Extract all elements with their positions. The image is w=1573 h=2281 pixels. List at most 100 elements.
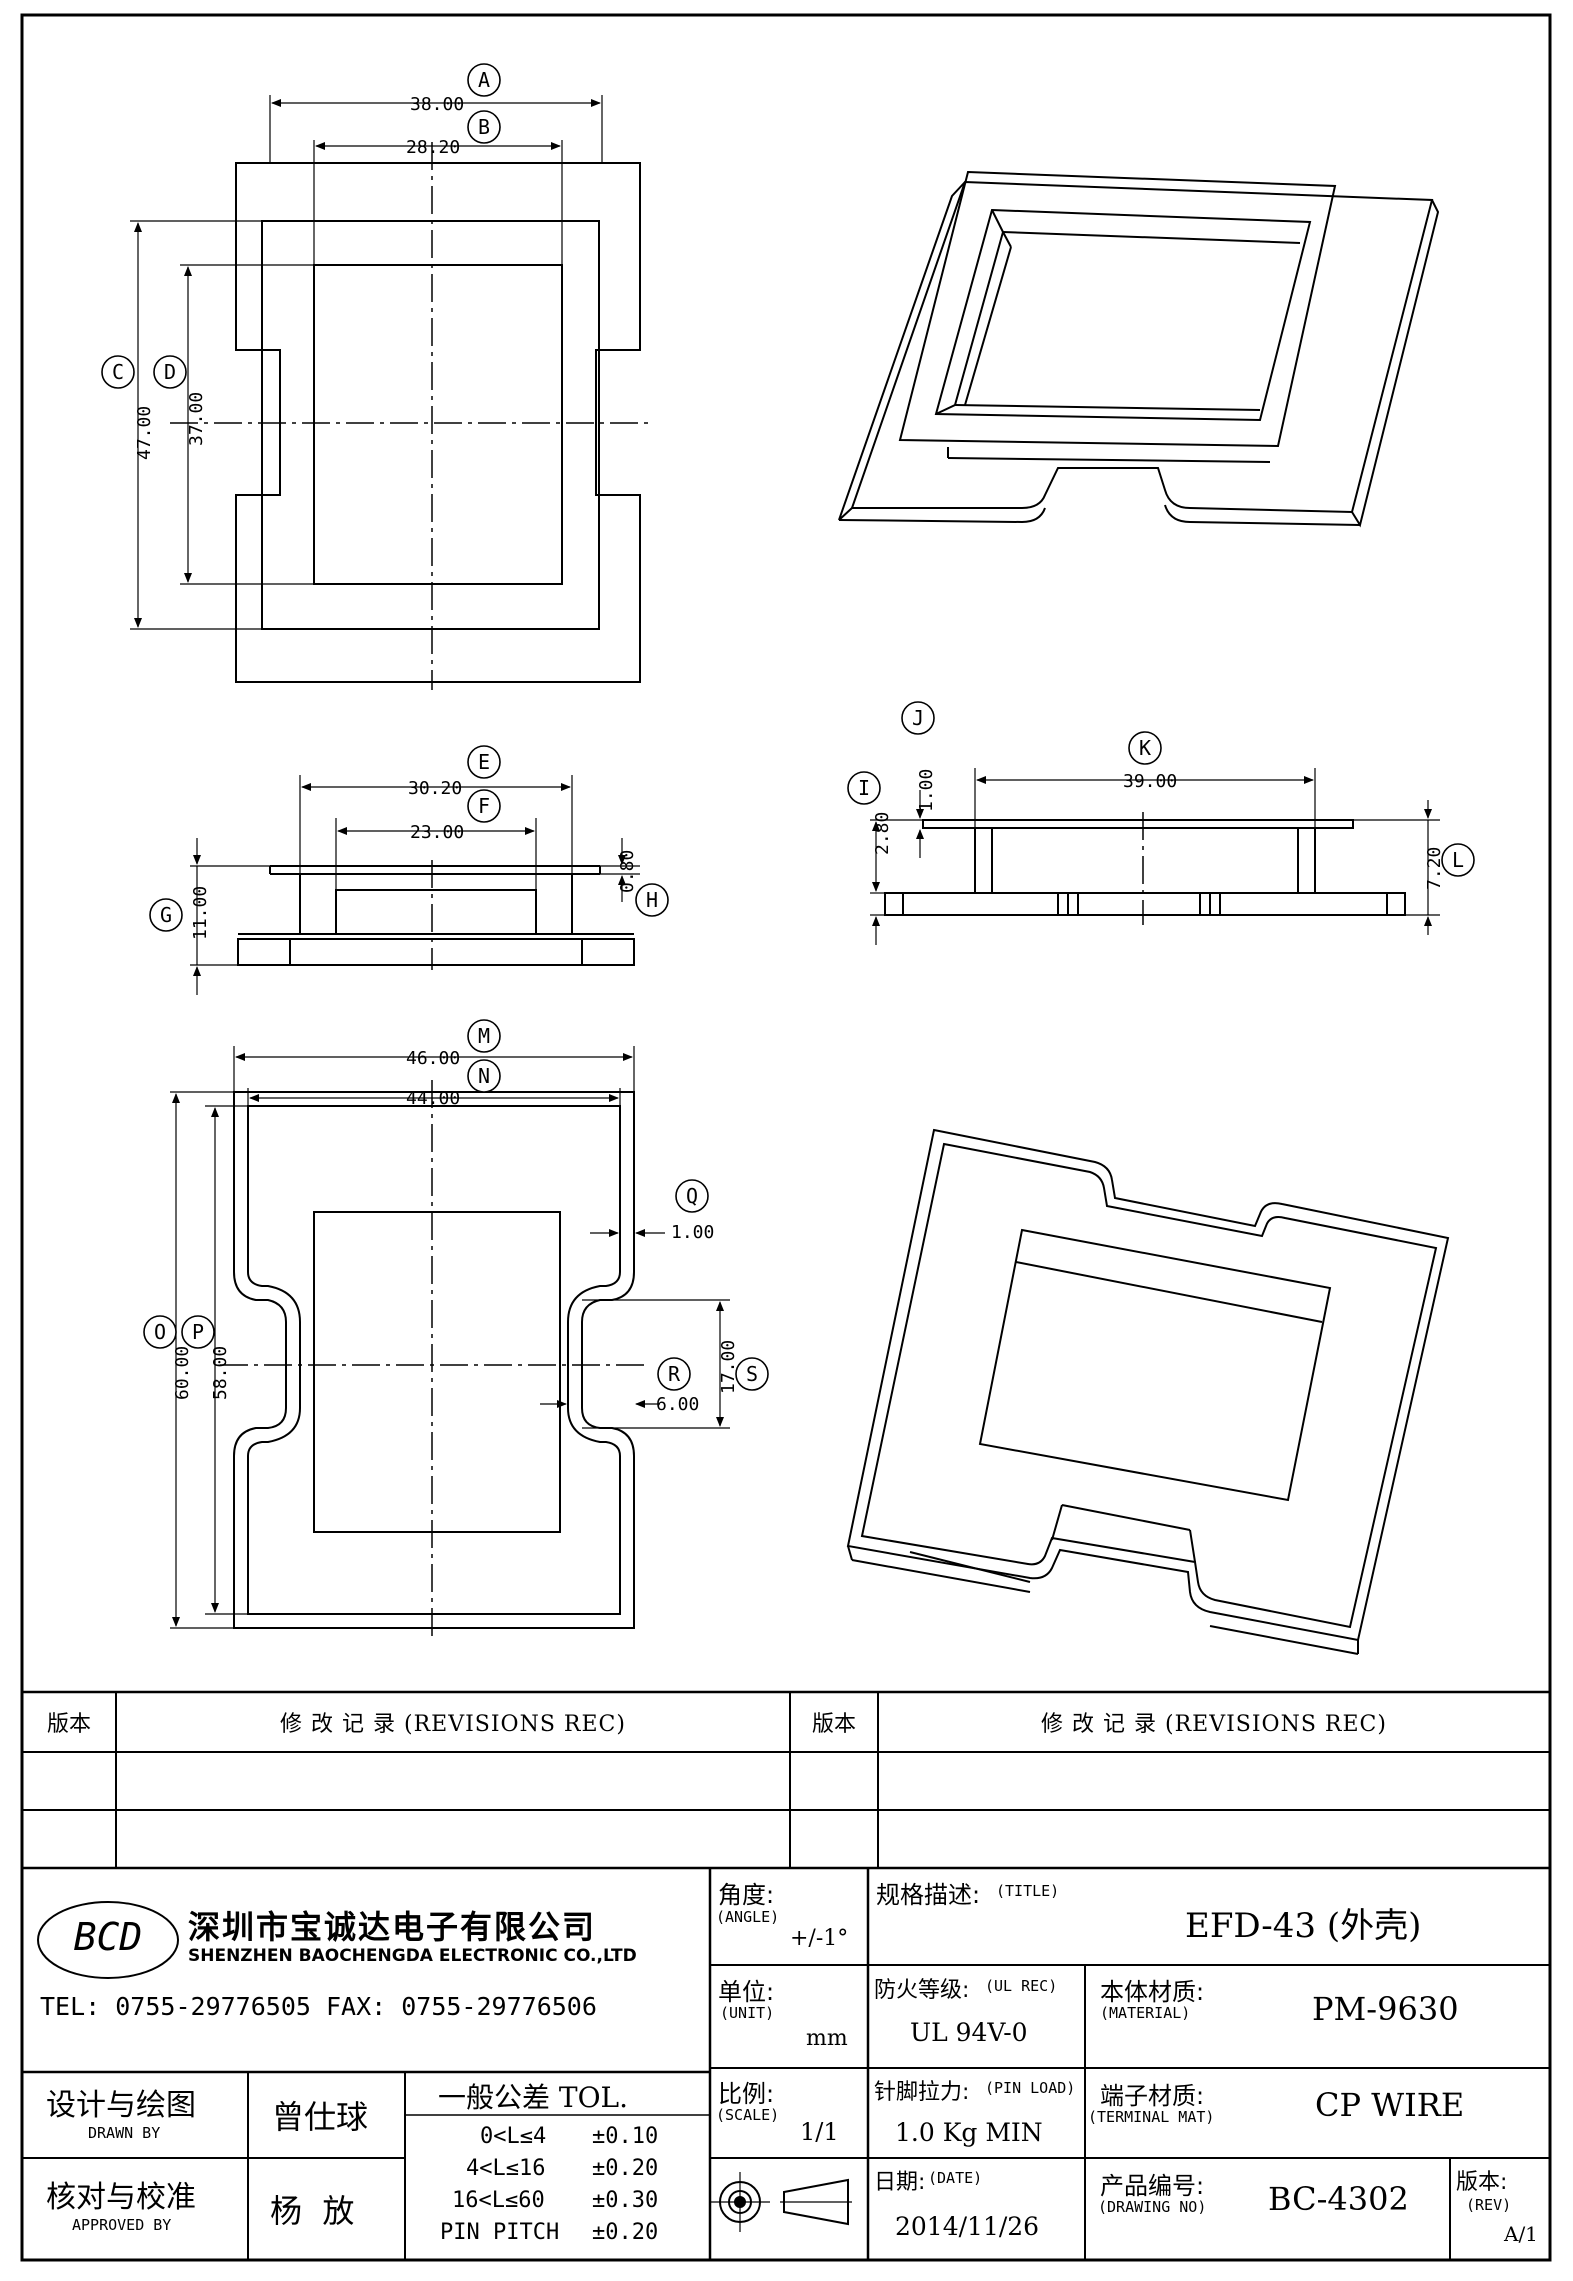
rev-label: 版本: <box>1456 2170 1508 2195</box>
unit-value: mm <box>806 2026 848 2051</box>
title-sub: (TITLE) <box>996 1882 1060 1900</box>
drawing-value: BC-4302 <box>1268 2180 1409 2218</box>
dim-E-text: 30.20 <box>408 778 462 799</box>
svg-text:L: L <box>1452 848 1464 872</box>
svg-text:S: S <box>746 1362 758 1386</box>
scale-label: 比例: <box>718 2080 775 2108</box>
dim-C-text: 47.00 <box>134 406 155 460</box>
svg-text:N: N <box>478 1064 490 1088</box>
approved-sub: APPROVED BY <box>72 2216 172 2234</box>
dim-G-text: 11.00 <box>190 886 211 940</box>
angle-value: +/-1° <box>790 1926 849 1951</box>
dim-J-text: 1.00 <box>916 769 937 812</box>
title-label: 规格描述: <box>876 1881 981 1909</box>
material-value: PM-9630 <box>1312 1990 1459 2028</box>
rev-value: A/1 <box>1504 2222 1538 2246</box>
balloon-J: J <box>901 701 935 735</box>
rev-sub: (REV) <box>1466 2196 1512 2214</box>
tol-row-0-range: 0<L≤4 <box>480 2124 547 2149</box>
balloon-L: L <box>1441 843 1475 877</box>
svg-text:E: E <box>478 750 490 774</box>
angle-sub: (ANGLE) <box>716 1908 780 1926</box>
tol-row-0-value: ±0.10 <box>592 2124 659 2149</box>
tol-row-1-range: 4<L≤16 <box>466 2156 546 2181</box>
iso-view-bottom <box>846 1128 1450 1655</box>
svg-text:P: P <box>192 1320 204 1344</box>
balloon-labels: A B C D E F G H I J K L M N O P Q R S <box>101 63 1475 1391</box>
side-view <box>870 768 1440 945</box>
svg-text:O: O <box>154 1320 166 1344</box>
svg-text:BCD: BCD <box>74 1915 143 1959</box>
svg-text:M: M <box>478 1024 490 1048</box>
bottom-view <box>170 1046 730 1640</box>
dim-F-text: 23.00 <box>410 822 464 843</box>
svg-text:Q: Q <box>686 1184 698 1208</box>
company-logo: BCD <box>37 1901 179 1979</box>
projection-symbol-icon <box>710 2172 852 2232</box>
material-label: 本体材质: <box>1100 1978 1205 2006</box>
drawn-label: 设计与绘图 <box>46 2088 196 2123</box>
svg-text:D: D <box>164 360 176 384</box>
drawn-sub: DRAWN BY <box>88 2124 161 2142</box>
company-name-cn: 深圳市宝诚达电子有限公司 <box>188 1908 597 1946</box>
svg-text:K: K <box>1139 736 1151 760</box>
tol-row-1-value: ±0.20 <box>592 2156 659 2181</box>
pin-sub: (PIN LOAD) <box>985 2079 1076 2097</box>
scale-sub: (SCALE) <box>716 2106 780 2124</box>
balloon-P: P <box>181 1315 215 1349</box>
balloon-B: B <box>467 110 501 144</box>
title-block-grid <box>22 1690 1550 2260</box>
dim-S-text: 17.00 <box>718 1340 739 1394</box>
dim-M-text: 46.00 <box>406 1048 460 1069</box>
dim-P-text: 58.00 <box>210 1346 231 1400</box>
dim-O-text: 60.00 <box>172 1346 193 1400</box>
dim-I-text: 2.80 <box>872 812 893 855</box>
balloon-F: F <box>467 789 501 823</box>
terminal-sub: (TERMINAL MAT) <box>1088 2108 1215 2126</box>
dim-H-text: 0.80 <box>617 850 638 893</box>
tol-row-3-value: ±0.20 <box>592 2220 659 2245</box>
dimension-texts: 38.00 28.20 47.00 37.00 30.20 23.00 11.0… <box>134 94 1445 1415</box>
approved-label: 核对与校准 <box>46 2180 196 2215</box>
rev-rec-header-right: 修 改 记 录 (REVISIONS REC) <box>1041 1712 1387 1737</box>
approved-value: 杨 放 <box>270 2192 355 2230</box>
balloon-K: K <box>1128 731 1162 765</box>
date-value: 2014/11/26 <box>895 2212 1040 2241</box>
balloon-S: S <box>735 1357 769 1391</box>
dim-K-text: 39.00 <box>1123 771 1177 792</box>
date-sub: (DATE) <box>928 2169 983 2187</box>
balloon-I: I <box>847 771 881 805</box>
unit-sub: (UNIT) <box>720 2004 775 2022</box>
balloon-D: D <box>153 355 187 389</box>
company-contact: TEL: 0755-29776505 FAX: 0755-29776506 <box>40 1992 597 2021</box>
drawing-sub: (DRAWING NO) <box>1098 2198 1207 2216</box>
unit-label: 单位: <box>718 1978 775 2006</box>
balloon-H: H <box>635 883 669 917</box>
balloon-O: O <box>143 1315 177 1349</box>
svg-text:B: B <box>478 115 490 139</box>
svg-text:A: A <box>478 68 490 92</box>
dim-R-text: 6.00 <box>656 1394 699 1415</box>
top-view <box>130 95 650 690</box>
balloon-A: A <box>467 63 501 97</box>
svg-text:C: C <box>112 360 124 384</box>
dim-B-text: 28.20 <box>406 137 460 158</box>
dim-D-text: 37.00 <box>186 392 207 446</box>
balloon-G: G <box>149 898 183 932</box>
balloon-E: E <box>467 745 501 779</box>
ul-label: 防火等级: <box>874 1978 970 2003</box>
dim-L-text: 7.20 <box>1424 847 1445 890</box>
tolerance-title: 一般公差 TOL. <box>438 2081 629 2114</box>
svg-text:I: I <box>858 776 870 800</box>
tol-row-3-range: PIN PITCH <box>440 2220 560 2245</box>
ul-value: UL 94V-0 <box>910 2018 1028 2047</box>
balloon-C: C <box>101 355 135 389</box>
balloon-R: R <box>657 1357 691 1391</box>
terminal-value: CP WIRE <box>1315 2086 1465 2124</box>
ul-sub: (UL REC) <box>985 1977 1058 1995</box>
title-value: EFD-43 (外壳) <box>1185 1906 1422 1946</box>
balloon-N: N <box>467 1059 501 1093</box>
dim-A-text: 38.00 <box>410 94 464 115</box>
